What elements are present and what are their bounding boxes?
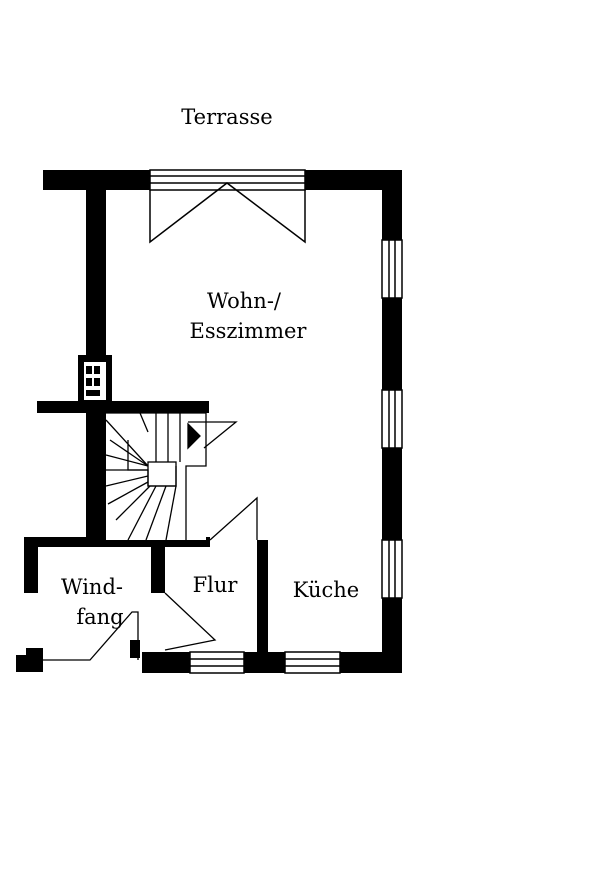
label-living-line2: Esszimmer <box>190 319 308 343</box>
door-entrance <box>43 611 139 661</box>
wall-entrance-post-right <box>130 640 140 658</box>
windows-right <box>381 239 403 599</box>
wall-bottom-1 <box>142 652 190 673</box>
window-right-1 <box>381 239 403 299</box>
wall-windfang-flur <box>151 537 165 593</box>
door-flur <box>209 496 258 541</box>
window-right-2 <box>381 389 403 449</box>
door-windfang-flur <box>164 592 217 651</box>
window-bottom-1 <box>189 651 245 674</box>
windows-bottom <box>189 651 341 674</box>
label-terrace: Terrasse <box>181 105 272 129</box>
wall-windfang-top <box>24 537 210 547</box>
wall-windfang-left <box>24 537 38 593</box>
label-living-line1: Wohn-/ <box>207 289 282 313</box>
wall-right-1 <box>382 170 402 240</box>
label-hall: Flur <box>193 573 239 597</box>
window-right-3 <box>381 539 403 599</box>
terrace-door <box>149 169 306 244</box>
wall-right-2 <box>382 298 402 390</box>
wall-flur-kitchen <box>257 540 268 673</box>
staircase <box>105 412 238 541</box>
chimney-icon <box>84 362 106 400</box>
wall-entrance-post <box>16 655 43 672</box>
label-kitchen: Küche <box>293 578 359 602</box>
wall-bottom-2 <box>244 652 285 673</box>
wall-stair-top <box>37 401 209 413</box>
window-bottom-2 <box>284 651 341 674</box>
label-windfang-line1: Wind- <box>61 575 123 599</box>
label-windfang-line2: fang <box>76 605 123 629</box>
wall-right-3 <box>382 448 402 540</box>
wall-top-right <box>305 170 402 190</box>
wall-bottom-3 <box>340 652 402 673</box>
walls <box>16 170 402 673</box>
wall-entrance-post-cap <box>26 648 43 658</box>
